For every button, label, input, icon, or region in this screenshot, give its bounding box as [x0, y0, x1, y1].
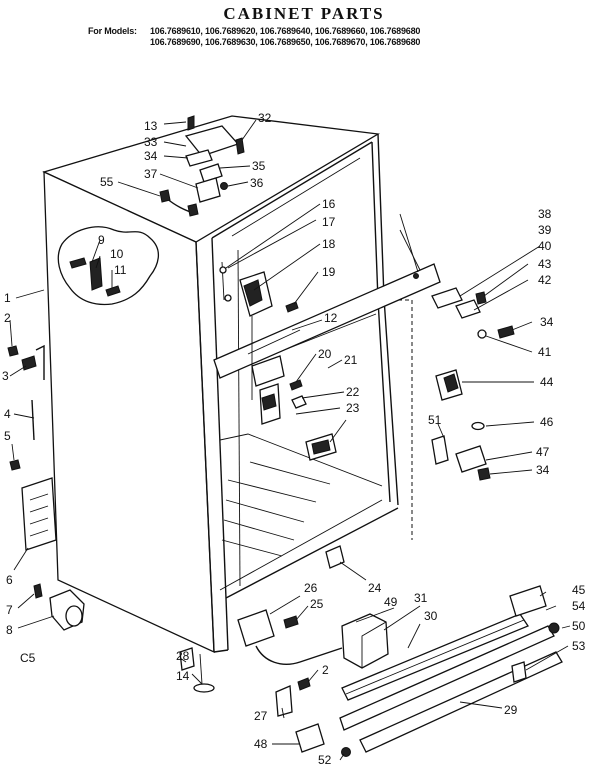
callout-18: 18 — [322, 237, 336, 251]
models-line-2: 106.7689690, 106.7689630, 106.7689650, 1… — [150, 37, 421, 47]
callout-9: 9 — [98, 233, 105, 247]
callout-31: 31 — [414, 591, 428, 605]
callout-55: 55 — [100, 175, 114, 189]
callout-16: 16 — [322, 197, 336, 211]
callout-37: 37 — [144, 167, 158, 181]
callout-2-bottom: 2 — [322, 663, 329, 677]
leader-lines — [9, 119, 571, 761]
callout-46: 46 — [540, 415, 554, 429]
callout-32: 32 — [258, 111, 272, 125]
diagram-title: CABINET PARTS — [223, 4, 385, 23]
callout-22: 22 — [346, 385, 360, 399]
callout-17: 17 — [322, 215, 336, 229]
callout-8: 8 — [6, 623, 13, 637]
callout-6: 6 — [6, 573, 13, 587]
bottom-parts — [179, 545, 563, 757]
callout-2-left: 2 — [4, 311, 11, 325]
callout-50: 50 — [572, 619, 586, 633]
callout-11: 11 — [114, 263, 127, 277]
callout-28: 28 — [176, 649, 190, 663]
control-bracket — [239, 271, 285, 425]
callout-45: 45 — [572, 583, 586, 597]
callout-30: 30 — [424, 609, 438, 623]
callout-34-lower: 34 — [536, 463, 550, 477]
diagram-code: C5 — [20, 651, 36, 665]
callout-54: 54 — [572, 599, 586, 613]
callout-40: 40 — [538, 239, 552, 253]
callout-33: 33 — [144, 135, 158, 149]
callout-36: 36 — [250, 176, 264, 190]
callout-13: 13 — [144, 119, 158, 133]
callout-24: 24 — [368, 581, 382, 595]
callout-42: 42 — [538, 273, 552, 287]
callout-4: 4 — [4, 407, 11, 421]
top-hinge-assembly — [159, 115, 245, 217]
callout-10: 10 — [110, 247, 124, 261]
callout-25: 25 — [310, 597, 324, 611]
callout-39: 39 — [538, 223, 552, 237]
cutaway-detail — [57, 226, 159, 306]
callout-3: 3 — [2, 369, 9, 383]
models-label: For Models: — [88, 26, 137, 36]
callout-5: 5 — [4, 429, 11, 443]
cabinet-body — [42, 115, 413, 654]
callout-21: 21 — [344, 353, 358, 367]
callout-51: 51 — [428, 413, 442, 427]
callout-43: 43 — [538, 257, 552, 271]
models-line-1: 106.7689610, 106.7689620, 106.7689640, 1… — [150, 26, 421, 36]
callout-14: 14 — [176, 669, 190, 683]
caster-assembly — [33, 583, 85, 631]
callout-12: 12 — [324, 311, 338, 325]
callout-1: 1 — [4, 291, 11, 305]
callout-19: 19 — [322, 265, 336, 279]
callout-44: 44 — [540, 375, 554, 389]
callout-labels: 13 32 33 34 35 36 37 55 16 17 18 19 12 2… — [2, 111, 586, 767]
callout-29: 29 — [504, 703, 518, 717]
callout-23: 23 — [346, 401, 360, 415]
callout-27: 27 — [254, 709, 268, 723]
callout-52: 52 — [318, 753, 332, 767]
callout-20: 20 — [318, 347, 332, 361]
mullion-bar — [213, 263, 441, 379]
callout-7: 7 — [6, 603, 13, 617]
callout-35: 35 — [252, 159, 266, 173]
right-side-parts — [431, 287, 515, 481]
callout-53: 53 — [572, 639, 586, 653]
left-side-parts — [7, 344, 57, 551]
callout-48: 48 — [254, 737, 268, 751]
callout-26: 26 — [304, 581, 318, 595]
callout-34-top: 34 — [144, 149, 158, 163]
callout-47: 47 — [536, 445, 550, 459]
callout-41: 41 — [538, 345, 552, 359]
callout-49: 49 — [384, 595, 398, 609]
cabinet-small-parts — [219, 261, 337, 461]
callout-34-right: 34 — [540, 315, 554, 329]
callout-38: 38 — [538, 207, 552, 221]
